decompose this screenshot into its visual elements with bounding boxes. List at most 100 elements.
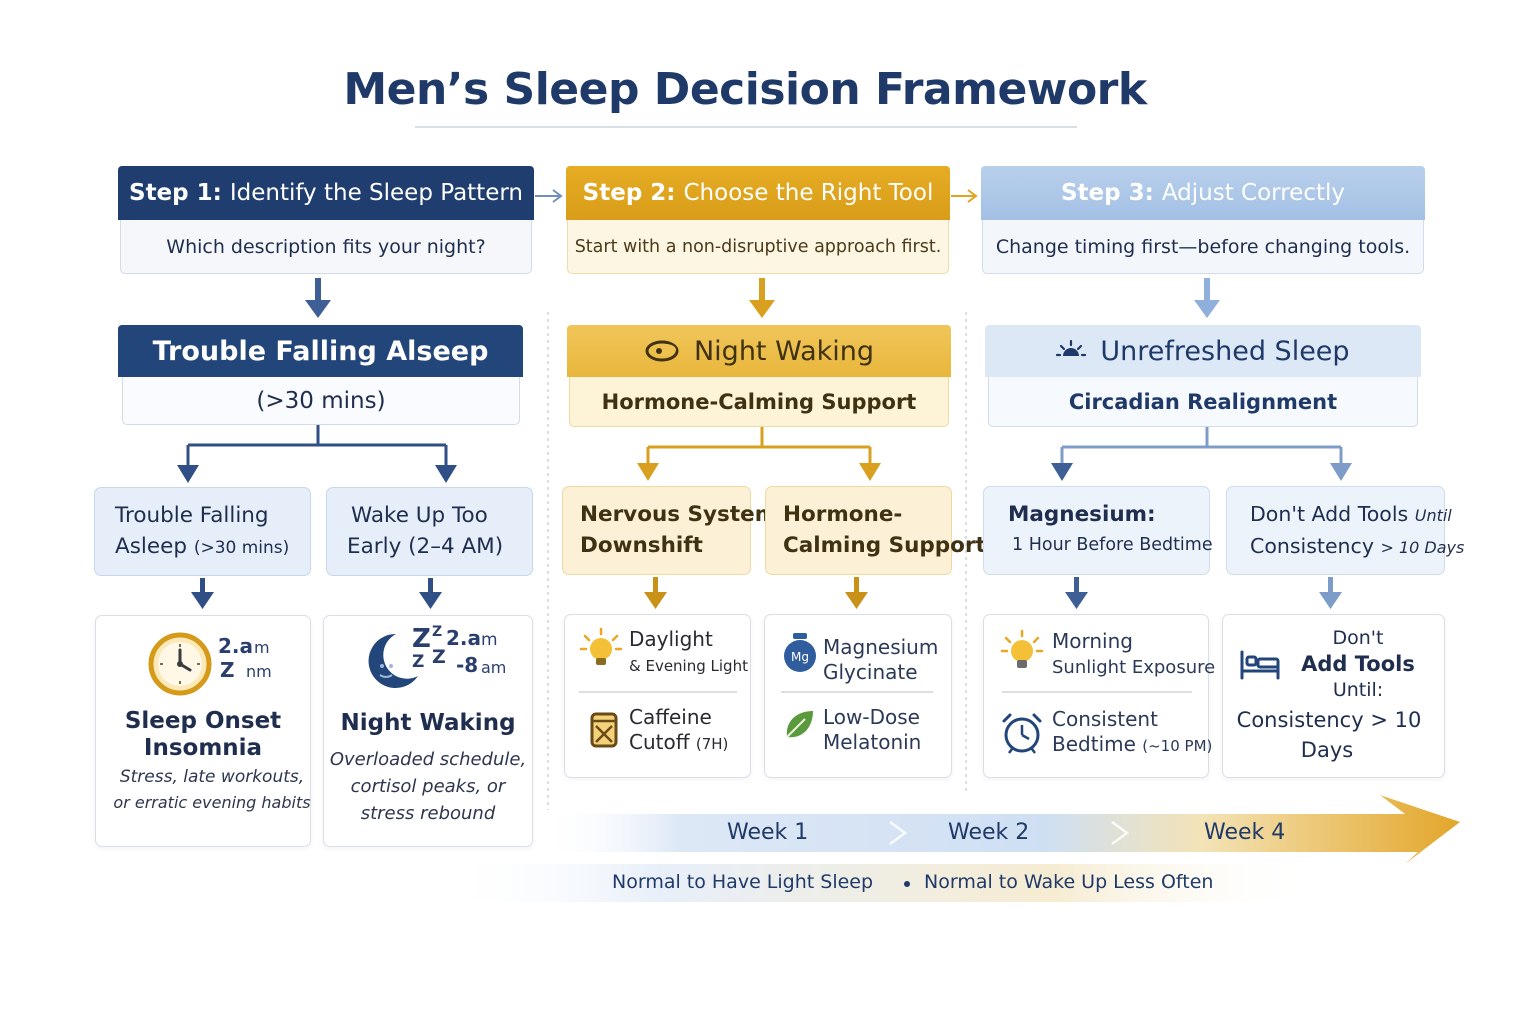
option-trouble-falling-duration: (>30 mins) bbox=[193, 538, 290, 558]
card-sleep-onset-desc: Stress, late workouts, or erratic evenin… bbox=[96, 764, 328, 816]
step3-text: Adjust Correctly bbox=[1161, 180, 1345, 206]
dont-add-line3: Until: bbox=[1332, 679, 1384, 701]
morning-sunlight-line2: Sunlight Exposure bbox=[1052, 657, 1216, 678]
arrow-to-routine-card bbox=[1065, 577, 1088, 609]
arrow-to-daylight-card bbox=[644, 577, 667, 609]
timeline-note-light-sleep: Normal to Have Light Sleep bbox=[612, 871, 874, 893]
arrow-step1-down bbox=[305, 278, 331, 318]
clock-time-b: m bbox=[254, 638, 270, 657]
option-wake-up-too-early: Wake Up Too Early (2–4 AM) bbox=[326, 487, 533, 576]
sunrise-icon bbox=[1056, 339, 1087, 363]
sleep-z-3: Z bbox=[432, 646, 446, 668]
sleep-z-1: Z bbox=[412, 624, 431, 654]
card-divider bbox=[579, 691, 737, 693]
step1-question: Which description fits your night? bbox=[120, 220, 532, 274]
option-magnesium-line2: 1 Hour Before Bedtime bbox=[1012, 535, 1213, 555]
card-sleep-onset-title-line2: Insomnia bbox=[143, 735, 263, 761]
timeline-chevrons bbox=[889, 820, 1130, 846]
step2-label: Step 2: bbox=[582, 180, 676, 206]
alarm-clock-icon bbox=[1000, 711, 1044, 759]
arrow-to-nervous-system bbox=[637, 463, 659, 481]
arrow-to-sleep-onset bbox=[191, 578, 214, 609]
melatonin-line2: Melatonin bbox=[823, 730, 922, 754]
magnesium-glycinate-line1: Magnesium bbox=[823, 635, 939, 659]
arrow-to-dont-add bbox=[1330, 463, 1352, 481]
timeline-note-wake-less: Normal to Wake Up Less Often bbox=[924, 871, 1214, 893]
split-connector-1 bbox=[186, 425, 448, 467]
option-trouble-falling-line1: Trouble Falling bbox=[115, 503, 269, 528]
caffeine-label: Caffeine Cutoff (7H) bbox=[629, 705, 728, 757]
timeline-week-2: Week 2 bbox=[948, 820, 1030, 845]
timeline-week-4: Week 4 bbox=[1204, 820, 1286, 845]
wake-time-b: m bbox=[481, 630, 498, 650]
leaf-icon bbox=[781, 707, 817, 747]
step2-header: Step 2: Choose the Right Tool bbox=[566, 166, 950, 220]
low-dose-melatonin-label: Low-Dose Melatonin bbox=[823, 705, 921, 755]
card-sleep-onset-desc-line2: or erratic evening habits bbox=[113, 793, 311, 812]
card-night-waking-title: Night Waking bbox=[340, 710, 516, 736]
option-dont-add-tools: Don't Add Tools Until Consistency > 10 D… bbox=[1226, 486, 1464, 575]
caffeine-hours: (7H) bbox=[695, 735, 729, 753]
step1-label: Step 1: bbox=[129, 180, 222, 206]
timeline-arrow-band bbox=[540, 795, 1460, 864]
card-sleep-onset-title-line1: Sleep Onset bbox=[124, 708, 282, 734]
crescent-moon-icon bbox=[644, 340, 680, 362]
daylight-line1: Daylight bbox=[629, 627, 713, 651]
clock-time-d: nm bbox=[246, 662, 272, 681]
supplement-jar-label: Mg bbox=[791, 650, 809, 664]
pattern-night-waking-support: Hormone-Calming Support bbox=[569, 377, 949, 427]
arrow-step3-down bbox=[1194, 278, 1220, 318]
arrow-to-supplement-card bbox=[845, 577, 868, 609]
wake-time-d: am bbox=[481, 658, 507, 677]
option-hormone-calming-support: Hormone- Calming Support bbox=[765, 486, 986, 575]
pattern-unrefreshed-support: Circadian Realignment bbox=[988, 377, 1418, 427]
timeline-week-1: Week 1 bbox=[727, 820, 809, 845]
magnesium-glycinate-label: Magnesium Glycinate bbox=[823, 635, 938, 685]
card-supplements: Mg Magnesium Glycinate Low-Dose Melatoni… bbox=[764, 614, 952, 778]
card-night-waking-desc-line3: stress rebound bbox=[360, 803, 496, 824]
card-dont-add-tools: Don't Add Tools Until: Consistency > 10 … bbox=[1222, 614, 1445, 778]
clock-z: Z bbox=[220, 658, 235, 682]
option-trouble-falling-asleep: Trouble Falling Asleep (>30 mins) bbox=[94, 487, 311, 576]
pattern-night-waking-label: Night Waking bbox=[693, 335, 875, 367]
arrow-to-hormone-calming bbox=[859, 463, 881, 481]
clock-icon bbox=[148, 632, 212, 700]
option-wake-early-line2: Early (2–4 AM) bbox=[347, 534, 504, 559]
pattern-night-waking-header: Night Waking bbox=[567, 325, 951, 377]
card-daylight-caffeine: Daylight & Evening Light Caffeine Cutoff… bbox=[564, 614, 751, 778]
moon-icon bbox=[358, 628, 424, 698]
card-night-waking: Z Z Z Z 2.a m -8 am Night Waking Overloa… bbox=[323, 615, 533, 847]
morning-sunlight-label: Morning Sunlight Exposure bbox=[1052, 629, 1215, 680]
card-night-waking-desc-line1: Overloaded schedule, bbox=[329, 749, 527, 770]
step-arrow-1 bbox=[535, 189, 563, 203]
card-night-waking-desc-line2: cortisol peaks, or bbox=[350, 776, 506, 797]
dont-add-line5: Days bbox=[1300, 738, 1354, 762]
option-dont-add-days: > 10 Days bbox=[1380, 538, 1465, 557]
option-dont-add-until: Until bbox=[1414, 506, 1452, 525]
wake-time-c: -8 bbox=[456, 653, 479, 677]
card-morning-bedtime: Morning Sunlight Exposure Consistent Bed… bbox=[983, 614, 1215, 778]
melatonin-line1: Low-Dose bbox=[823, 705, 920, 729]
magnesium-glycinate-line2: Glycinate bbox=[823, 660, 918, 684]
sleep-z-2: Z bbox=[412, 652, 425, 672]
option-wake-early-line1: Wake Up Too bbox=[351, 503, 488, 528]
arrow-to-night-waking-card bbox=[419, 578, 442, 609]
step2-text: Choose the Right Tool bbox=[683, 180, 934, 206]
arrow-to-trouble-falling bbox=[177, 465, 199, 483]
consistent-bedtime-time: (~10 PM) bbox=[1142, 737, 1213, 755]
timeline-note-bullet bbox=[904, 881, 910, 887]
card-sleep-onset-insomnia: 2.a m Z nm Sleep Onset Insomnia Stress, … bbox=[95, 615, 311, 847]
supplement-jar-icon: Mg bbox=[781, 631, 819, 677]
step3-header: Step 3: Adjust Correctly bbox=[981, 166, 1425, 220]
dont-add-line1: Don't bbox=[1332, 627, 1384, 649]
option-dont-add-line2: Consistency bbox=[1250, 534, 1381, 558]
step1-text: Identify the Sleep Pattern bbox=[229, 180, 523, 206]
caffeine-line2: Cutoff bbox=[629, 730, 696, 754]
consistent-bedtime-label: Consistent Bedtime (~10 PM) bbox=[1052, 707, 1212, 759]
option-hormone-calming-line2: Calming Support bbox=[783, 533, 986, 558]
split-connector-3 bbox=[1060, 427, 1343, 465]
morning-sunlight-line1: Morning bbox=[1052, 629, 1133, 653]
step1-header: Step 1: Identify the Sleep Pattern bbox=[118, 166, 534, 220]
option-magnesium-line1: Magnesium: bbox=[1008, 502, 1156, 527]
daylight-line2: & Evening Light bbox=[629, 657, 748, 675]
